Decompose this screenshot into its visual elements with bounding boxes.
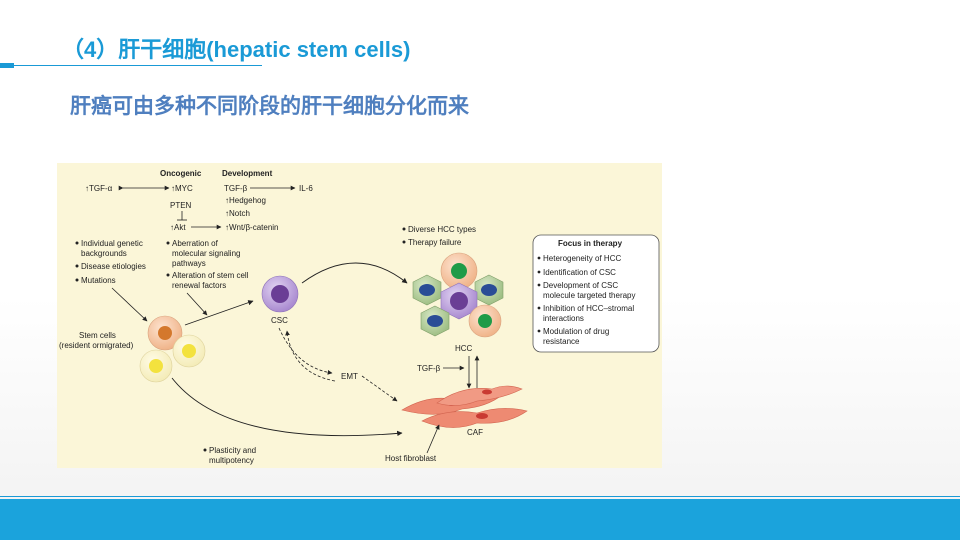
arrow-emt-csc xyxy=(285,330,336,382)
therapy-item-2: Identification of CSC xyxy=(543,268,616,277)
slide-title: （4）肝干细胞(hepatic stem cells) xyxy=(62,37,411,62)
header-development: Development xyxy=(222,169,273,178)
stem-cell-diagram: Oncogenic Development ↑TGF-α ↑MYC TGF-β … xyxy=(57,163,662,468)
bullet-genetic-2: backgrounds xyxy=(81,249,127,258)
bullet-therapy-failure: Therapy failure xyxy=(408,238,462,247)
header-oncogenic: Oncogenic xyxy=(160,169,202,178)
bullet-alteration-2: renewal factors xyxy=(172,281,226,290)
footer-divider xyxy=(0,496,960,497)
therapy-item-4b: interactions xyxy=(543,314,584,323)
label-caf: CAF xyxy=(467,428,483,437)
diagram-svg: Oncogenic Development ↑TGF-α ↑MYC TGF-β … xyxy=(59,169,660,465)
bullet-etiologies: Disease etiologies xyxy=(81,262,146,271)
therapy-item-5b: resistance xyxy=(543,337,580,346)
bullet-genetic-1: Individual genetic xyxy=(81,239,143,248)
therapy-item-5a: Modulation of drug xyxy=(543,327,609,336)
label-host-fibroblast: Host fibroblast xyxy=(385,454,437,463)
label-pten: PTEN xyxy=(170,201,192,210)
arrow-emt-caf xyxy=(361,375,398,402)
label-notch: ↑Notch xyxy=(225,209,250,218)
bullet-aberration-1: Aberration of xyxy=(172,239,219,248)
label-akt: ↑Akt xyxy=(170,223,186,232)
therapy-item-1: Heterogeneity of HCC xyxy=(543,254,621,263)
therapy-item-4a: Inhibition of HCC–stromal xyxy=(543,304,634,313)
bullet-aberration-3: pathways xyxy=(172,259,206,268)
arrow-csc-emt xyxy=(278,327,333,375)
bullet-plasticity-1: Plasticity and xyxy=(209,446,256,455)
arrow-stem-caf xyxy=(171,377,403,437)
label-hedgehog: ↑Hedgehog xyxy=(225,196,266,205)
title-accent-bar xyxy=(0,63,14,68)
label-wnt: ↑Wnt/β-catenin xyxy=(225,223,279,232)
slide-subtitle: 肝癌可由多种不同阶段的肝干细胞分化而来 xyxy=(70,95,469,118)
bullet-alteration-1: Alteration of stem cell xyxy=(172,271,249,280)
caf-cells xyxy=(401,385,528,428)
label-myc: ↑MYC xyxy=(171,184,193,193)
label-stem-cells-1: Stem cells xyxy=(79,331,116,340)
hcc-cluster xyxy=(412,252,504,338)
therapy-title: Focus in therapy xyxy=(558,239,623,248)
label-csc: CSC xyxy=(271,316,288,325)
arrow-host-fibroblast xyxy=(426,424,440,454)
label-tgfb-mid: TGF-β xyxy=(417,364,441,373)
label-tgfb-top: TGF-β xyxy=(224,184,248,193)
bullet-aberration-2: molecular signaling xyxy=(172,249,240,258)
label-stem-cells-2: (resident ormigrated) xyxy=(59,341,134,350)
bullet-mutations: Mutations xyxy=(81,276,116,285)
bullet-diverse-hcc: Diverse HCC types xyxy=(408,225,476,234)
label-tgfa: ↑TGF-α xyxy=(85,184,113,193)
title-underline xyxy=(14,65,262,66)
therapy-item-3a: Development of CSC xyxy=(543,281,618,290)
arrow-mutations-stem xyxy=(111,287,148,322)
arrow-alteration xyxy=(186,292,208,316)
label-emt: EMT xyxy=(341,372,358,381)
label-il6: IL-6 xyxy=(299,184,313,193)
bullet-plasticity-2: multipotency xyxy=(209,456,254,465)
label-hcc: HCC xyxy=(455,344,473,353)
arrow-stem-csc xyxy=(184,300,254,326)
therapy-item-3b: molecule targeted therapy xyxy=(543,291,636,300)
footer-band xyxy=(0,499,960,540)
focus-in-therapy-box: Focus in therapy Heterogeneity of HCC Id… xyxy=(532,234,660,353)
arrow-csc-hcc xyxy=(301,262,408,284)
